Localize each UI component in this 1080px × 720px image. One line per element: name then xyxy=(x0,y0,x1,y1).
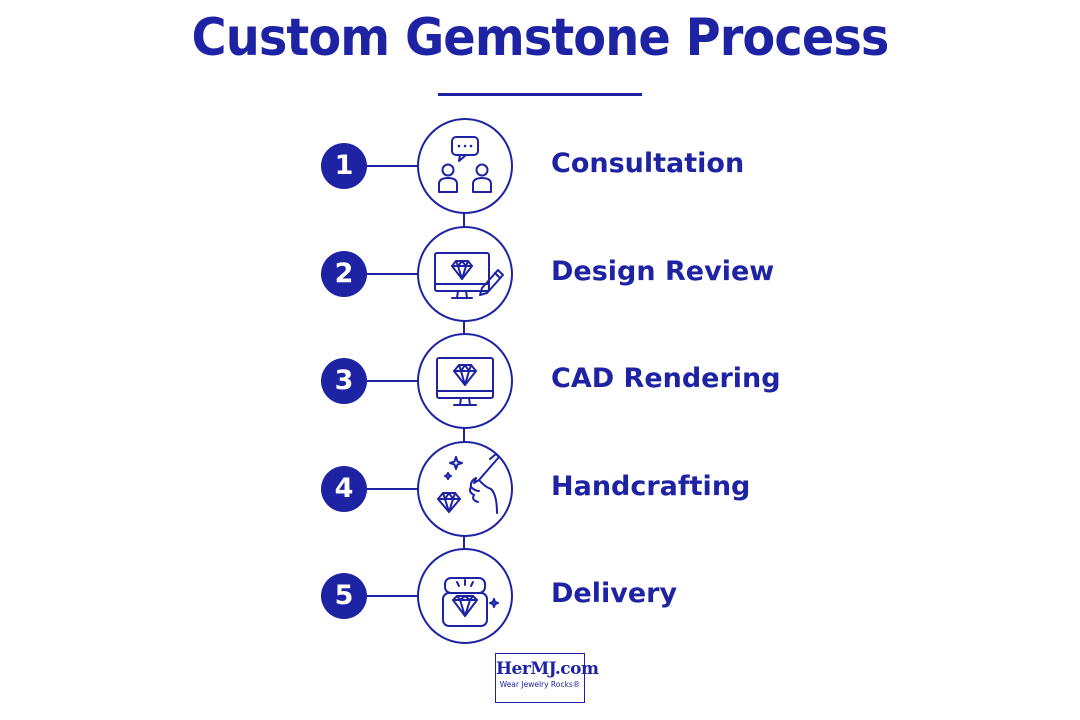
brand-logo: HerMJ.com Wear Jewelry Rocks® xyxy=(495,653,599,703)
process-step-3: 3 CAD Rendering xyxy=(0,333,1080,429)
connector-line xyxy=(463,212,465,229)
process-step-2: 2 Design Review xyxy=(0,226,1080,322)
step-connector xyxy=(366,165,418,167)
step-connector xyxy=(366,273,418,275)
step-connector xyxy=(366,380,418,382)
connector-line xyxy=(463,535,465,552)
process-step-4: 4 Handcrafting xyxy=(0,441,1080,537)
title-underline xyxy=(438,93,642,96)
ring-box-diamond-icon xyxy=(417,548,513,644)
logo-name: HerMJ.com xyxy=(496,659,599,679)
step-label: Consultation xyxy=(551,148,745,179)
step-number-badge: 5 xyxy=(321,573,367,619)
process-step-5: 5 Delivery xyxy=(0,548,1080,644)
page-title: Custom Gemstone Process xyxy=(191,8,890,68)
consultation-chat-icon xyxy=(417,118,513,214)
process-step-1: 1 Consultation xyxy=(0,118,1080,214)
step-label: CAD Rendering xyxy=(551,363,781,394)
step-label: Design Review xyxy=(551,256,775,287)
step-number-badge: 4 xyxy=(321,466,367,512)
step-number-badge: 1 xyxy=(321,143,367,189)
step-connector xyxy=(366,488,418,490)
monitor-diamond-pencil-icon xyxy=(417,226,513,322)
step-label: Handcrafting xyxy=(551,471,751,502)
connector-line xyxy=(463,427,465,444)
step-label: Delivery xyxy=(551,578,678,609)
step-connector xyxy=(366,595,418,597)
step-number-badge: 3 xyxy=(321,358,367,404)
step-number-badge: 2 xyxy=(321,251,367,297)
connector-line xyxy=(463,320,465,337)
hand-tool-diamond-icon xyxy=(417,441,513,537)
monitor-diamond-icon xyxy=(417,333,513,429)
logo-tagline: Wear Jewelry Rocks® xyxy=(499,680,581,689)
